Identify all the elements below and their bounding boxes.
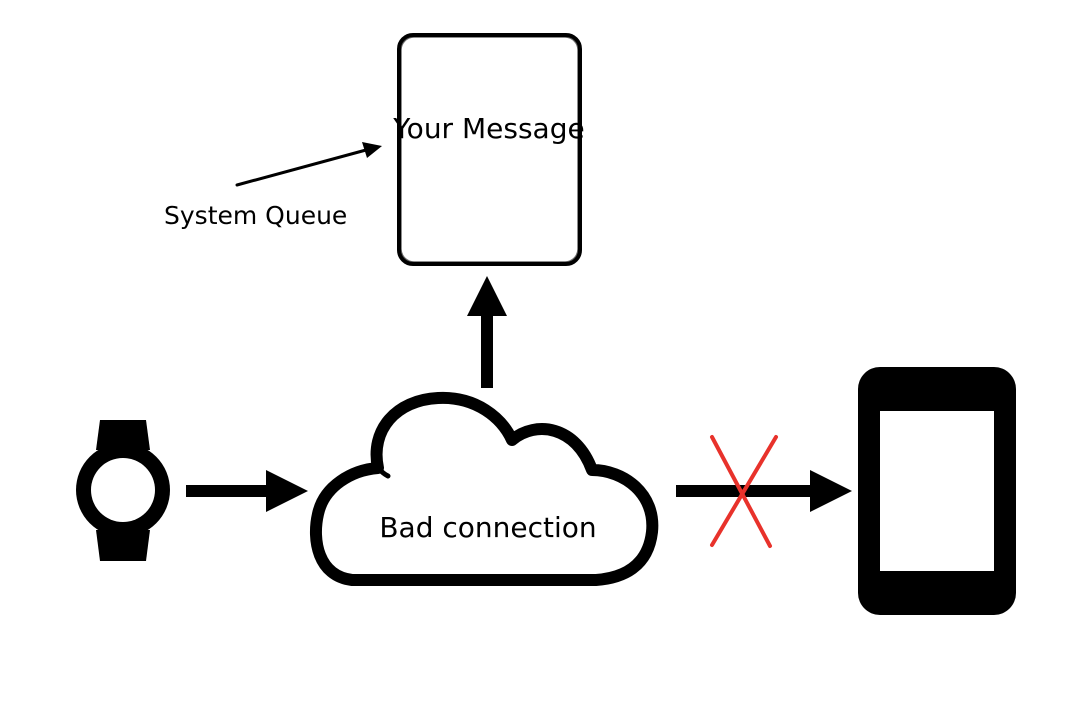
cloud-sketch-line (375, 465, 391, 479)
cloud-to-phone-arrow (676, 470, 852, 512)
message-label: Your Message (392, 112, 584, 145)
message-box-sketch-line (400, 36, 579, 263)
phone-screen (880, 411, 994, 571)
up-arrow-shaft (481, 314, 493, 388)
queue-arrow-line (235, 148, 368, 187)
watch-arrow-head (266, 470, 308, 512)
fail-cross-stroke-1 (710, 435, 772, 548)
watch-arrow-shaft (186, 485, 272, 497)
phone-icon (858, 367, 1016, 615)
watch-strap-bottom (96, 530, 150, 561)
phone-arrow-head (810, 470, 852, 512)
queue-pointer: System Queue (164, 142, 382, 230)
up-arrow-head (467, 276, 507, 316)
up-arrow (467, 276, 507, 388)
cloud-outline (309, 391, 659, 586)
message-box: Your Message (392, 33, 585, 266)
watch-to-cloud-arrow (186, 470, 308, 512)
watch-strap-top (96, 420, 150, 450)
connection-failed-icon (710, 435, 778, 548)
queue-arrow-head (362, 142, 382, 158)
queue-label: System Queue (164, 201, 347, 230)
cloud-label: Bad connection (379, 511, 596, 544)
smartwatch-icon (76, 420, 170, 561)
message-box-outline (397, 33, 582, 266)
watch-face (91, 458, 155, 522)
cloud-icon: Bad connection (309, 391, 659, 586)
fail-cross-stroke-2 (710, 435, 778, 547)
